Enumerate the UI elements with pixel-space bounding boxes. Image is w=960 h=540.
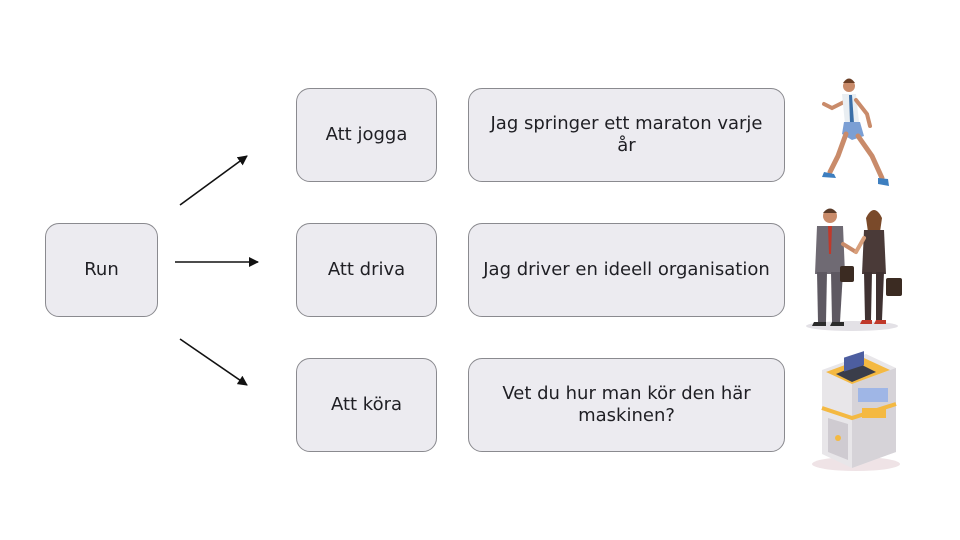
root-box: Run [45, 223, 158, 317]
machine-icon [812, 351, 900, 471]
arrow-up [179, 155, 248, 206]
root-label: Run [84, 259, 119, 280]
businesspeople-icon [806, 208, 902, 331]
runner-icon [822, 78, 889, 186]
verb-box-jogga: Att jogga [296, 88, 437, 182]
example-box-kora: Vet du hur man kör den här maskinen? [468, 358, 785, 452]
verb-box-driva: Att driva [296, 223, 437, 317]
example-box-jogga: Jag springer ett maraton varje år [468, 88, 785, 182]
example-label: Jag driver en ideell organisation [483, 259, 770, 280]
verb-label: Att jogga [325, 124, 408, 145]
arrow-down [179, 338, 248, 386]
verb-box-kora: Att köra [296, 358, 437, 452]
example-label: Vet du hur man kör den här maskinen? [502, 383, 751, 426]
verb-label: Att köra [330, 394, 403, 415]
verb-label: Att driva [327, 259, 406, 280]
example-label: Jag springer ett maraton varje år [490, 113, 763, 156]
example-box-driva: Jag driver en ideell organisation [468, 223, 785, 317]
